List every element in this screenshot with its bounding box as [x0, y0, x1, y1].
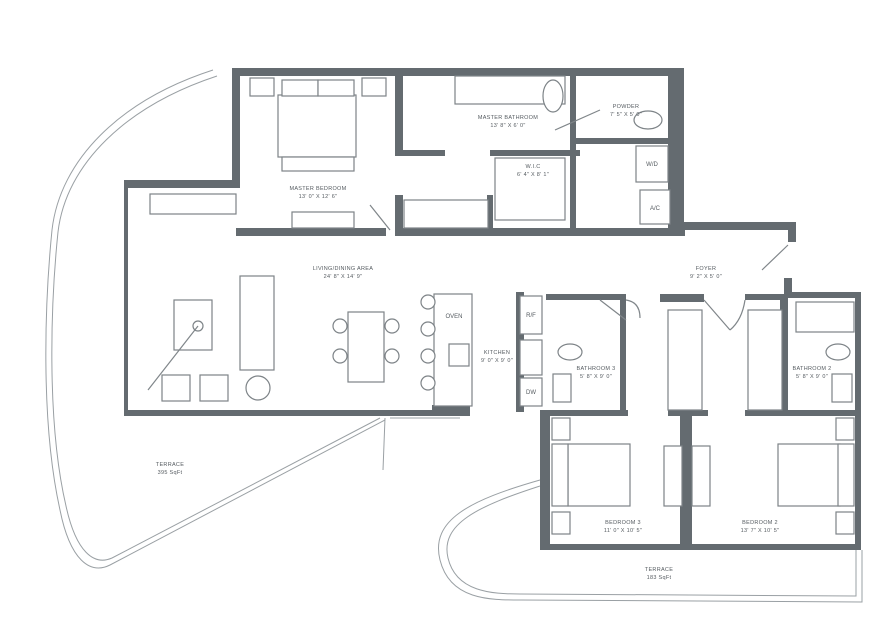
label-bathroom-2: BATHROOM 2 5' 8" X 9' 0" [793, 366, 832, 380]
label-bathroom-3: BATHROOM 3 5' 8" X 9' 0" [577, 366, 616, 380]
room-labels: MASTER BEDROOM 13' 0" X 12' 6" MASTER BAT… [156, 104, 832, 581]
label-bedroom-3: BEDROOM 3 11' 0" X 10' 5" [604, 520, 642, 534]
label-kitchen: KITCHEN 9' 0" X 9' 0" [481, 350, 513, 364]
label-terrace-right: TERRACE 183 SqFt [645, 567, 673, 581]
svg-text:TERRACE: TERRACE [156, 462, 184, 468]
label-wd: W/D [646, 162, 658, 168]
terrace-outline-right [438, 479, 863, 603]
svg-text:24' 8" X 14' 9": 24' 8" X 14' 9" [324, 274, 363, 280]
svg-text:POWDER: POWDER [613, 104, 640, 110]
svg-text:KITCHEN: KITCHEN [484, 350, 510, 356]
svg-text:5' 8" X 9' 0": 5' 8" X 9' 0" [796, 374, 828, 380]
label-oven: OVEN [445, 314, 462, 320]
svg-text:BEDROOM 2: BEDROOM 2 [742, 520, 778, 526]
svg-text:W.I.C: W.I.C [526, 164, 541, 170]
terrace-outline-left [45, 69, 460, 569]
svg-text:6' 4" X 8' 1": 6' 4" X 8' 1" [517, 172, 549, 178]
svg-text:183 SqFt: 183 SqFt [647, 575, 672, 581]
svg-text:BEDROOM 3: BEDROOM 3 [605, 520, 641, 526]
svg-text:395 SqFt: 395 SqFt [158, 470, 183, 476]
svg-text:9' 0" X 9' 0": 9' 0" X 9' 0" [481, 358, 513, 364]
svg-text:11' 0" X 10' 5": 11' 0" X 10' 5" [604, 528, 642, 534]
label-wic: W.I.C 6' 4" X 8' 1" [517, 164, 549, 178]
svg-text:BATHROOM 3: BATHROOM 3 [577, 366, 616, 372]
label-bedroom-2: BEDROOM 2 13' 7" X 10' 5" [741, 520, 780, 534]
label-master-bathroom: MASTER BATHROOM 13' 8" X 6' 0" [478, 115, 538, 129]
svg-text:9' 2" X 5' 0": 9' 2" X 5' 0" [690, 274, 722, 280]
label-rf: R/F [526, 313, 536, 319]
label-master-bedroom: MASTER BEDROOM 13' 0" X 12' 6" [289, 186, 346, 200]
svg-text:LIVING/DINING AREA: LIVING/DINING AREA [313, 266, 373, 272]
svg-text:MASTER BEDROOM: MASTER BEDROOM [289, 186, 346, 192]
walls [124, 68, 861, 550]
label-living-dining: LIVING/DINING AREA 24' 8" X 14' 9" [313, 266, 373, 280]
svg-text:13' 0" X 12' 6": 13' 0" X 12' 6" [299, 194, 338, 200]
svg-text:13' 7" X 10' 5": 13' 7" X 10' 5" [741, 528, 780, 534]
svg-text:MASTER BATHROOM: MASTER BATHROOM [478, 115, 538, 121]
svg-text:BATHROOM 2: BATHROOM 2 [793, 366, 832, 372]
svg-text:5' 8" X 9' 0": 5' 8" X 9' 0" [580, 374, 612, 380]
svg-text:7' 5" X 5' 0": 7' 5" X 5' 0" [610, 112, 642, 118]
label-powder: POWDER 7' 5" X 5' 0" [610, 104, 642, 118]
svg-text:TERRACE: TERRACE [645, 567, 673, 573]
furniture [147, 75, 855, 535]
label-ac: A/C [650, 206, 661, 212]
svg-text:FOYER: FOYER [696, 266, 716, 272]
label-dw: DW [526, 390, 536, 396]
label-foyer: FOYER 9' 2" X 5' 0" [690, 266, 722, 280]
svg-text:13' 8" X 6' 0": 13' 8" X 6' 0" [490, 123, 525, 129]
label-terrace-left: TERRACE 395 SqFt [156, 462, 184, 476]
